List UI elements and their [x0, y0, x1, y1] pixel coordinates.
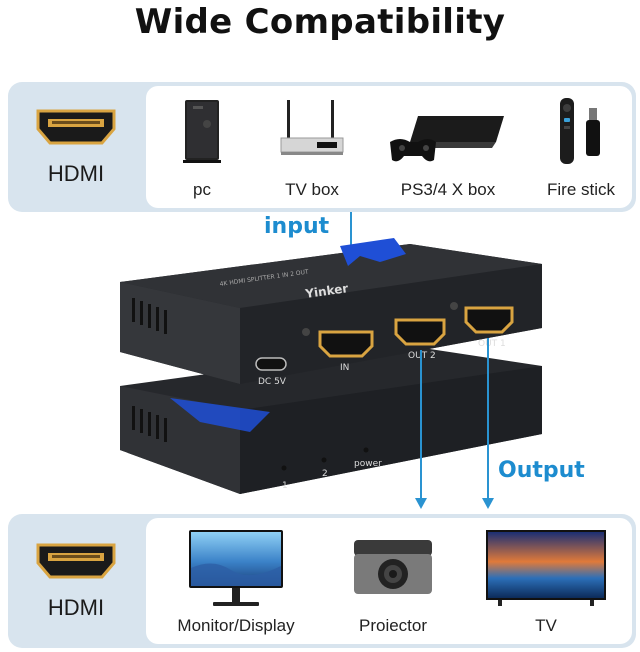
source-fire-stick: Fire stick — [530, 86, 632, 208]
source-pc: pc — [146, 86, 258, 208]
display-tv: TV — [460, 518, 632, 644]
hdmi-label: HDMI — [47, 595, 105, 620]
source-tv-box-label: TV box — [285, 180, 339, 199]
output2-flow-line — [420, 350, 422, 500]
fire-stick-icon — [560, 98, 600, 164]
led-1-label: 1 — [282, 481, 288, 491]
hdmi-output-badge: HDMI — [8, 514, 144, 648]
hdmi-input-badge: HDMI — [8, 82, 144, 212]
output-flow-label: Output — [498, 458, 585, 483]
display-tv-label: TV — [535, 616, 557, 635]
output1-flow-line — [487, 338, 489, 500]
port-in-label: IN — [340, 363, 349, 373]
monitor-icon — [189, 530, 283, 606]
power-port-label: DC 5V — [258, 377, 287, 387]
game-console-icon — [390, 116, 504, 162]
projector-icon — [354, 540, 432, 594]
display-cards: Monitor/Display Proiector — [146, 518, 632, 644]
output-displays-panel: HDMI Monitor/Display — [8, 514, 636, 648]
led-power-label: power — [354, 459, 382, 469]
display-monitor: Monitor/Display — [146, 518, 326, 644]
page-title: Wide Compatibility — [134, 2, 506, 42]
hdmi-label: HDMI — [47, 161, 105, 186]
display-monitor-label: Monitor/Display — [177, 616, 295, 635]
hdmi-port-icon — [36, 109, 116, 145]
tv-box-icon — [280, 100, 344, 155]
source-console-label: PS3/4 X box — [400, 180, 496, 199]
led-2-label: 2 — [322, 469, 328, 479]
input-flow-label: input — [264, 214, 330, 239]
display-projector: Proiector — [326, 518, 460, 644]
source-console: PS3/4 X box — [366, 86, 530, 208]
hdmi-splitter-device: Yinker 4K HDMI SPLITTER 1 IN 2 OUT IN OU… — [120, 238, 542, 494]
output2-arrow-icon — [415, 498, 427, 509]
source-tv-box: TV box — [258, 86, 366, 208]
input-sources-panel: HDMI pc TV box — [8, 82, 636, 212]
tv-icon — [486, 530, 606, 606]
source-fire-stick-label: Fire stick — [547, 180, 615, 199]
display-projector-label: Proiector — [358, 616, 428, 635]
output1-arrow-icon — [482, 498, 494, 509]
device-brand: Yinker — [303, 281, 349, 301]
hdmi-port-icon — [36, 543, 116, 579]
source-cards: pc TV box PS3/4 X box — [146, 86, 632, 208]
pc-tower-icon — [183, 100, 221, 163]
source-pc-label: pc — [193, 180, 211, 199]
port-out1-label: OUT 1 — [478, 339, 506, 349]
